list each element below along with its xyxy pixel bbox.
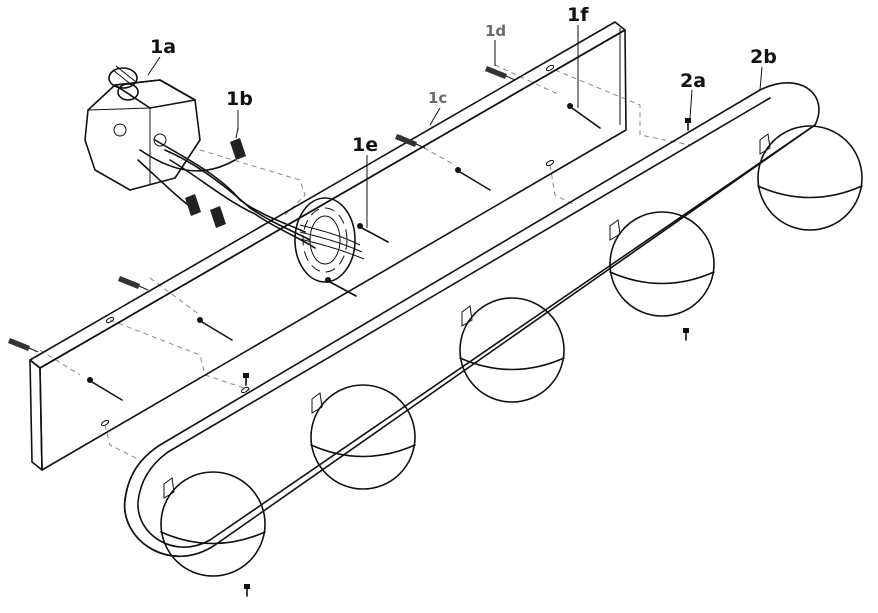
label-1e: 1e xyxy=(352,134,378,156)
label-1b: 1b xyxy=(226,88,253,110)
fixture-base xyxy=(123,82,820,557)
label-1a: 1a xyxy=(150,36,176,58)
callout-labels: 1a 1b 1c 1d 1e 1f 2a 2b xyxy=(150,4,777,156)
cap-screw-2a xyxy=(685,118,691,131)
junction-box xyxy=(84,65,201,191)
wall-anchor-far-left xyxy=(8,338,39,353)
wire-connector-top xyxy=(230,127,246,160)
bracket-screw-1e xyxy=(357,223,389,243)
label-1f: 1f xyxy=(567,4,589,26)
leader-lines xyxy=(147,25,763,228)
globe-1 xyxy=(160,471,266,577)
screws xyxy=(87,103,691,597)
screw-left xyxy=(197,317,233,341)
wall-anchor-1d xyxy=(485,66,516,81)
wire-connector-left xyxy=(185,194,201,216)
mounting-bracket xyxy=(29,21,627,471)
label-2a: 2a xyxy=(680,70,706,92)
globe-4 xyxy=(609,211,715,317)
alignment-guides xyxy=(39,64,691,461)
center-ring xyxy=(294,197,365,283)
cap-screw-globe-1 xyxy=(244,584,250,597)
label-1c: 1c xyxy=(428,89,447,107)
wires xyxy=(137,139,316,249)
globe-5 xyxy=(757,125,863,231)
globe-2 xyxy=(310,384,416,490)
wall-anchor-left xyxy=(118,276,149,291)
wire-connectors xyxy=(185,127,246,228)
cap-screw-globe-4 xyxy=(683,328,689,341)
screw-mid xyxy=(455,167,491,191)
label-1d: 1d xyxy=(485,22,506,40)
globe-3 xyxy=(459,297,565,403)
wall-anchors xyxy=(8,66,516,353)
cap-screw-left xyxy=(243,373,249,386)
label-2b: 2b xyxy=(750,46,777,68)
bracket-screw-lower xyxy=(325,277,357,297)
wall-anchor-mid xyxy=(395,134,426,149)
wire-connector-right xyxy=(210,206,226,228)
anchor-screw-1f xyxy=(567,103,601,129)
screw-far-left xyxy=(87,377,123,401)
